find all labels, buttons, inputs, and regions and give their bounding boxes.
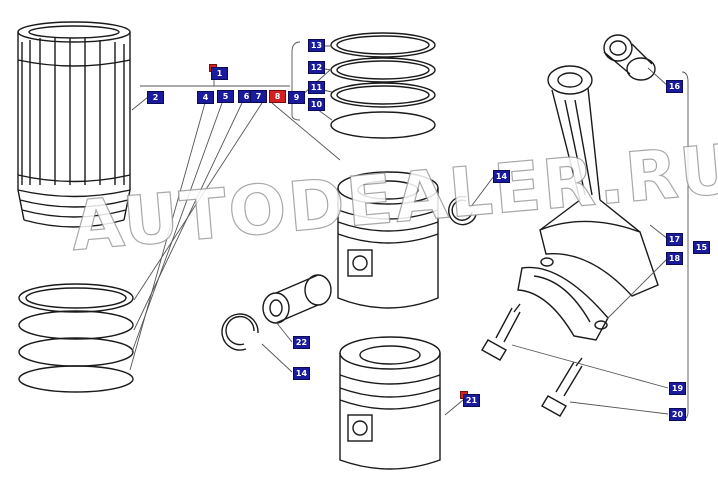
piston-rings — [330, 32, 436, 139]
callout-4[interactable]: 4 — [197, 91, 214, 104]
callout-5[interactable]: 5 — [217, 90, 234, 103]
callout-17[interactable]: 17 — [666, 233, 683, 246]
callout-15[interactable]: 15 — [693, 241, 710, 254]
callout-14-lower[interactable]: 14 — [293, 367, 310, 380]
callout-14-upper[interactable]: 14 — [493, 170, 510, 183]
retaining-ring-left — [221, 313, 259, 351]
rod-bolt-lower — [541, 357, 583, 417]
rod-bolt-upper — [481, 303, 521, 361]
callout-16[interactable]: 16 — [666, 80, 683, 93]
callout-18[interactable]: 18 — [666, 252, 683, 265]
liner-seal-rings — [18, 283, 134, 393]
callout-12[interactable]: 12 — [308, 61, 325, 74]
callout-1[interactable]: 1 — [211, 67, 228, 80]
callout-11[interactable]: 11 — [308, 81, 325, 94]
callout-2[interactable]: 2 — [147, 91, 164, 104]
callout-22[interactable]: 22 — [293, 336, 310, 349]
piston-lower — [339, 336, 441, 470]
small-end-bushing — [603, 34, 656, 81]
rod-cap — [517, 257, 609, 341]
cylinder-liner — [17, 21, 131, 228]
callout-19[interactable]: 19 — [669, 382, 686, 395]
callout-10[interactable]: 10 — [308, 98, 325, 111]
piston-pin — [262, 274, 332, 324]
callout-7[interactable]: 7 — [250, 90, 267, 103]
connecting-rod — [539, 65, 659, 297]
piston-upper — [337, 171, 439, 309]
retaining-ring-upper — [448, 195, 477, 226]
callout-9[interactable]: 9 — [288, 91, 305, 104]
callout-21[interactable]: 21 — [463, 394, 480, 407]
callout-8[interactable]: 8 — [269, 90, 286, 103]
callout-20[interactable]: 20 — [669, 408, 686, 421]
callout-13[interactable]: 13 — [308, 39, 325, 52]
